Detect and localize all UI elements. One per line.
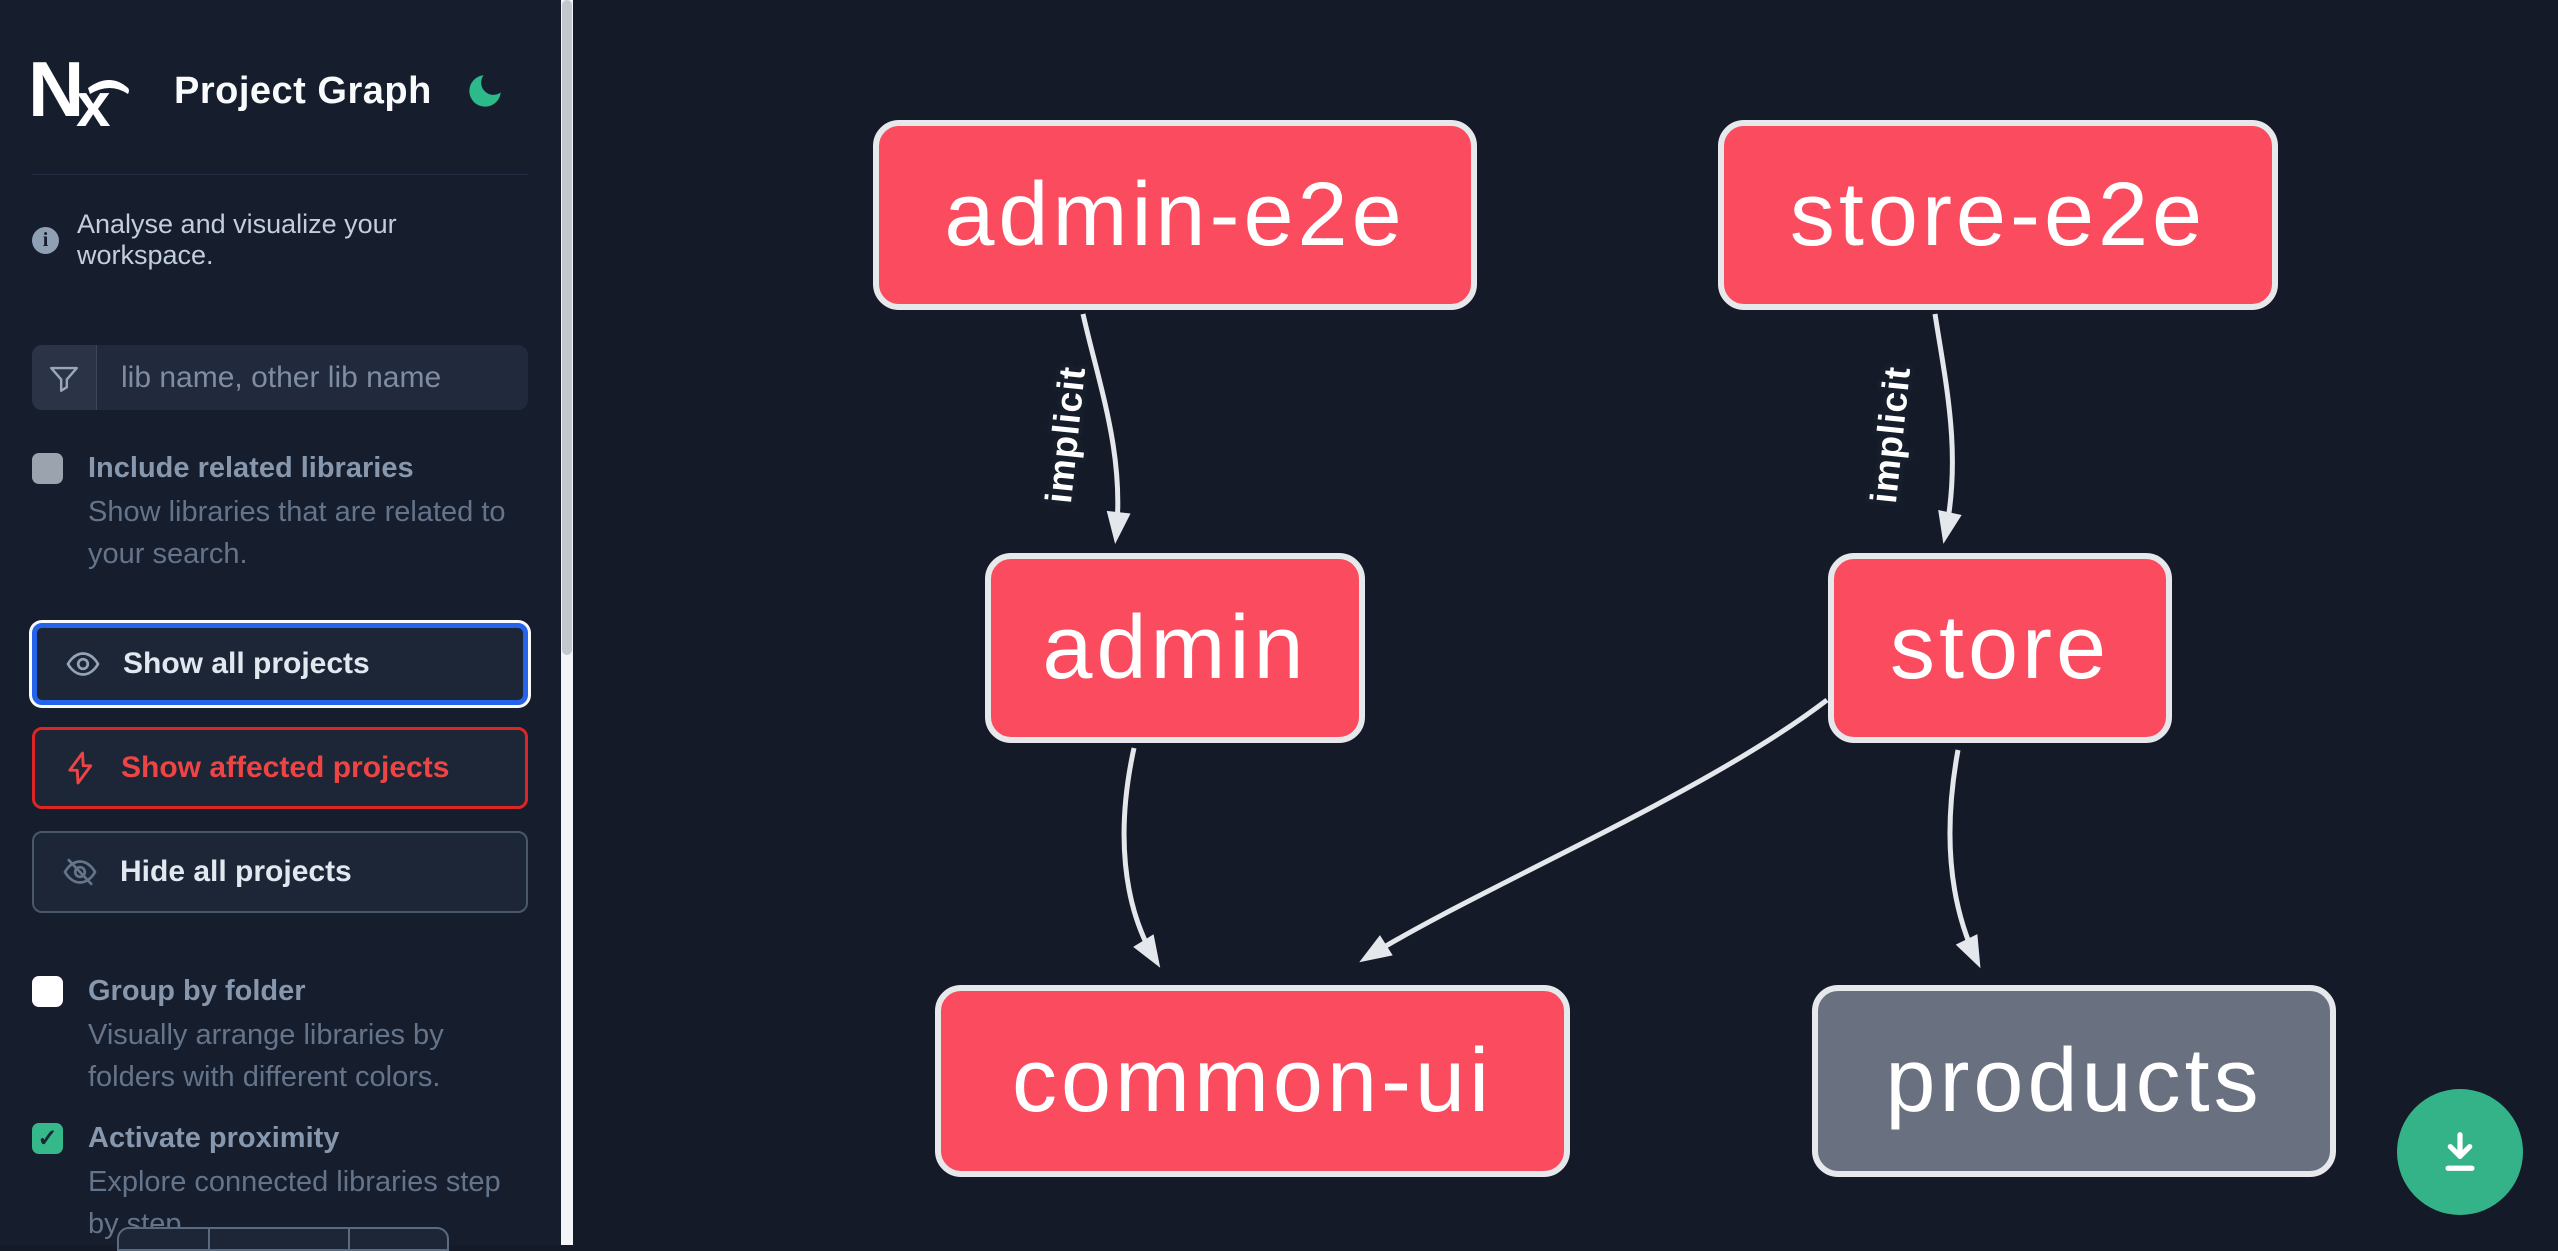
info-icon: i [32, 226, 59, 254]
segment-3[interactable] [350, 1229, 445, 1249]
edge-label-admin-e2e: implicit [1038, 364, 1093, 505]
group-by-folder-label: Group by folder [88, 975, 306, 1007]
include-related-description: Show libraries that are related to your … [88, 496, 506, 570]
include-related-label: Include related libraries [88, 452, 414, 484]
group-by-folder-description: Visually arrange libraries by folders wi… [88, 1019, 444, 1093]
option-activate-proximity: Activate proximity Explore connected lib… [32, 1120, 528, 1245]
show-all-projects-label: Show all projects [123, 647, 370, 680]
hide-all-projects-button[interactable]: Hide all projects [32, 831, 528, 913]
graph-edges: implicit implicit [1033, 313, 1981, 969]
show-affected-projects-button[interactable]: Show affected projects [32, 727, 528, 809]
sidebar-header: N x Project Graph [32, 0, 528, 175]
segment-2[interactable] [210, 1229, 350, 1249]
page-title: Project Graph [174, 69, 432, 112]
show-all-projects-button[interactable]: Show all projects [32, 623, 528, 705]
project-graph-canvas[interactable]: implicit implicit admin-e2e store-e2e admin… [573, 0, 2558, 1245]
save-image-button[interactable] [2397, 1089, 2523, 1215]
sidebar: N x Project Graph i Analyse and visualiz… [0, 0, 561, 1251]
edge-store-to-products [1947, 749, 1981, 969]
search-input[interactable] [97, 345, 528, 410]
activate-proximity-description: Explore connected libraries step by step… [88, 1166, 501, 1240]
option-group-by-folder: Group by folder Visually arrange librari… [32, 973, 528, 1098]
edge-admin-to-common-ui [1121, 747, 1161, 968]
scrollbar-thumb[interactable] [562, 0, 572, 655]
tagline-text: Analyse and visualize your workspace. [77, 209, 397, 270]
svg-text:x: x [76, 71, 111, 126]
nx-logo: N x [32, 56, 129, 126]
search-box [32, 345, 528, 410]
download-icon [2445, 1132, 2475, 1171]
edge-store-e2e-to-store [1932, 313, 1962, 544]
segment-1[interactable] [119, 1229, 210, 1249]
filter-icon [32, 345, 97, 410]
tagline-row: i Analyse and visualize your workspace. [32, 209, 528, 271]
lightning-bolt-icon [68, 751, 93, 785]
svg-text:N: N [32, 56, 84, 126]
eye-icon [66, 652, 100, 676]
project-actions: Show all projects Show affected projects… [32, 623, 528, 913]
graph-node-products[interactable]: products [1812, 985, 2336, 1177]
graph-node-admin[interactable]: admin [985, 553, 1365, 743]
sidebar-scrollbar[interactable] [561, 0, 573, 1245]
activate-proximity-checkbox[interactable] [32, 1123, 63, 1154]
group-by-folder-checkbox[interactable] [32, 976, 63, 1007]
graph-node-store[interactable]: store [1828, 553, 2172, 743]
edge-store-to-common-ui [1359, 698, 1829, 963]
show-affected-projects-label: Show affected projects [121, 751, 450, 784]
include-related-checkbox[interactable] [32, 453, 63, 484]
edge-admin-e2e-to-admin [1080, 313, 1131, 544]
graph-node-admin-e2e[interactable]: admin-e2e [873, 120, 1477, 310]
eye-off-icon [63, 858, 97, 886]
hide-all-projects-label: Hide all projects [120, 855, 352, 888]
moon-icon [469, 75, 501, 107]
theme-toggle-button[interactable] [464, 68, 506, 114]
bottom-segmented-control[interactable] [117, 1227, 449, 1251]
activate-proximity-label: Activate proximity [88, 1122, 340, 1154]
edge-label-store-e2e: implicit [1863, 364, 1918, 505]
graph-node-store-e2e[interactable]: store-e2e [1718, 120, 2278, 310]
graph-node-common-ui[interactable]: common-ui [935, 985, 1570, 1177]
option-include-related: Include related libraries Show libraries… [32, 450, 528, 575]
